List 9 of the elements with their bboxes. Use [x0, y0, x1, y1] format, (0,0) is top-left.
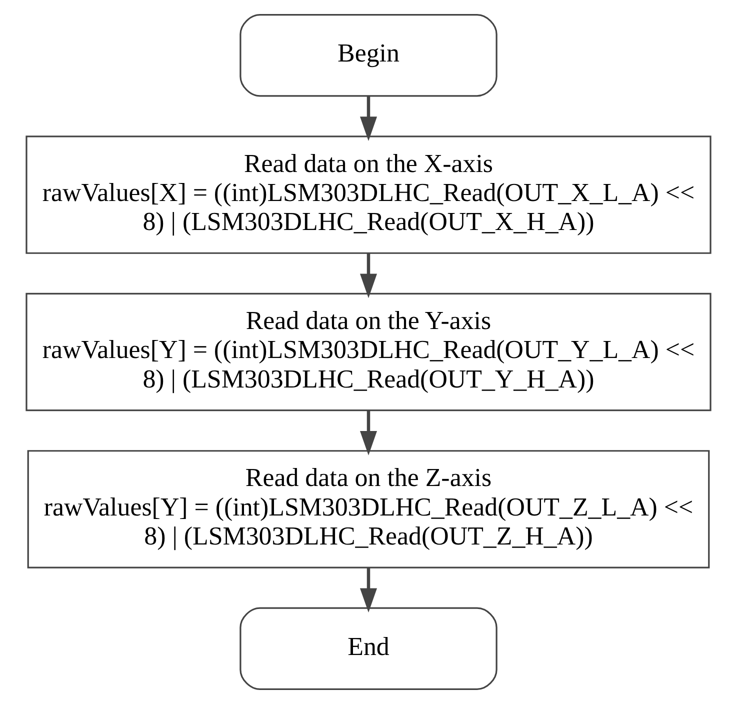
- node-box: End: [239, 607, 497, 690]
- arrow: [359, 568, 377, 613]
- arrow: [359, 410, 377, 456]
- node-box: Read data on the Y-axis rawValues[Y] = ((int)LSM303DLHC_Read(OUT_Y_L_A) << 8) | (LSM303DLHC_Read(OUT_Y_H_A)): [25, 292, 711, 412]
- arrow: [359, 96, 377, 142]
- node-box: Begin: [239, 14, 497, 97]
- node-box: Read data on the X-axis rawValues[X] = ((int)LSM303DLHC_Read(OUT_X_L_A) << 8) | (LSM303DLHC_Read(OUT_X_H_A)): [25, 136, 711, 254]
- node-box: Read data on the Z-axis rawValues[Y] = ((int)LSM303DLHC_Read(OUT_Z_L_A) << 8) | (LSM303DLHC_Read(OUT_Z_H_A)): [26, 450, 710, 568]
- arrow: [359, 253, 377, 298]
